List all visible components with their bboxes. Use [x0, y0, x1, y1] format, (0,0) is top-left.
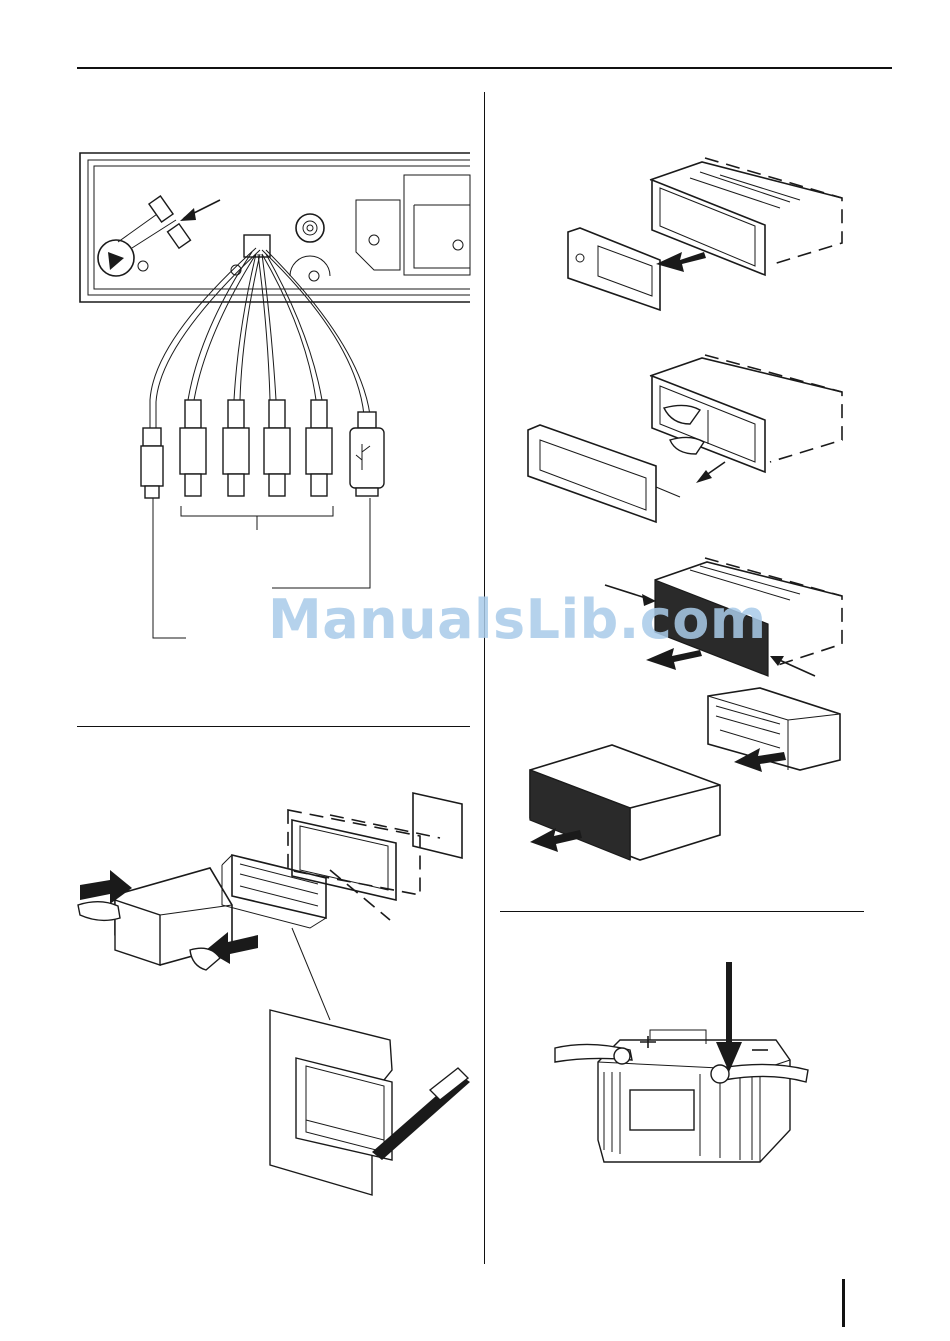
remove-front-panel-figure: [568, 158, 842, 310]
remove-trim-frame-figure: [528, 355, 842, 522]
watermark: ManualsLib.com: [268, 588, 767, 651]
car-battery-figure: [555, 962, 808, 1162]
rear-connection-panel-figure: [80, 153, 470, 638]
installation-figure: [78, 793, 470, 1195]
remove-from-cage-figure: [530, 688, 840, 860]
